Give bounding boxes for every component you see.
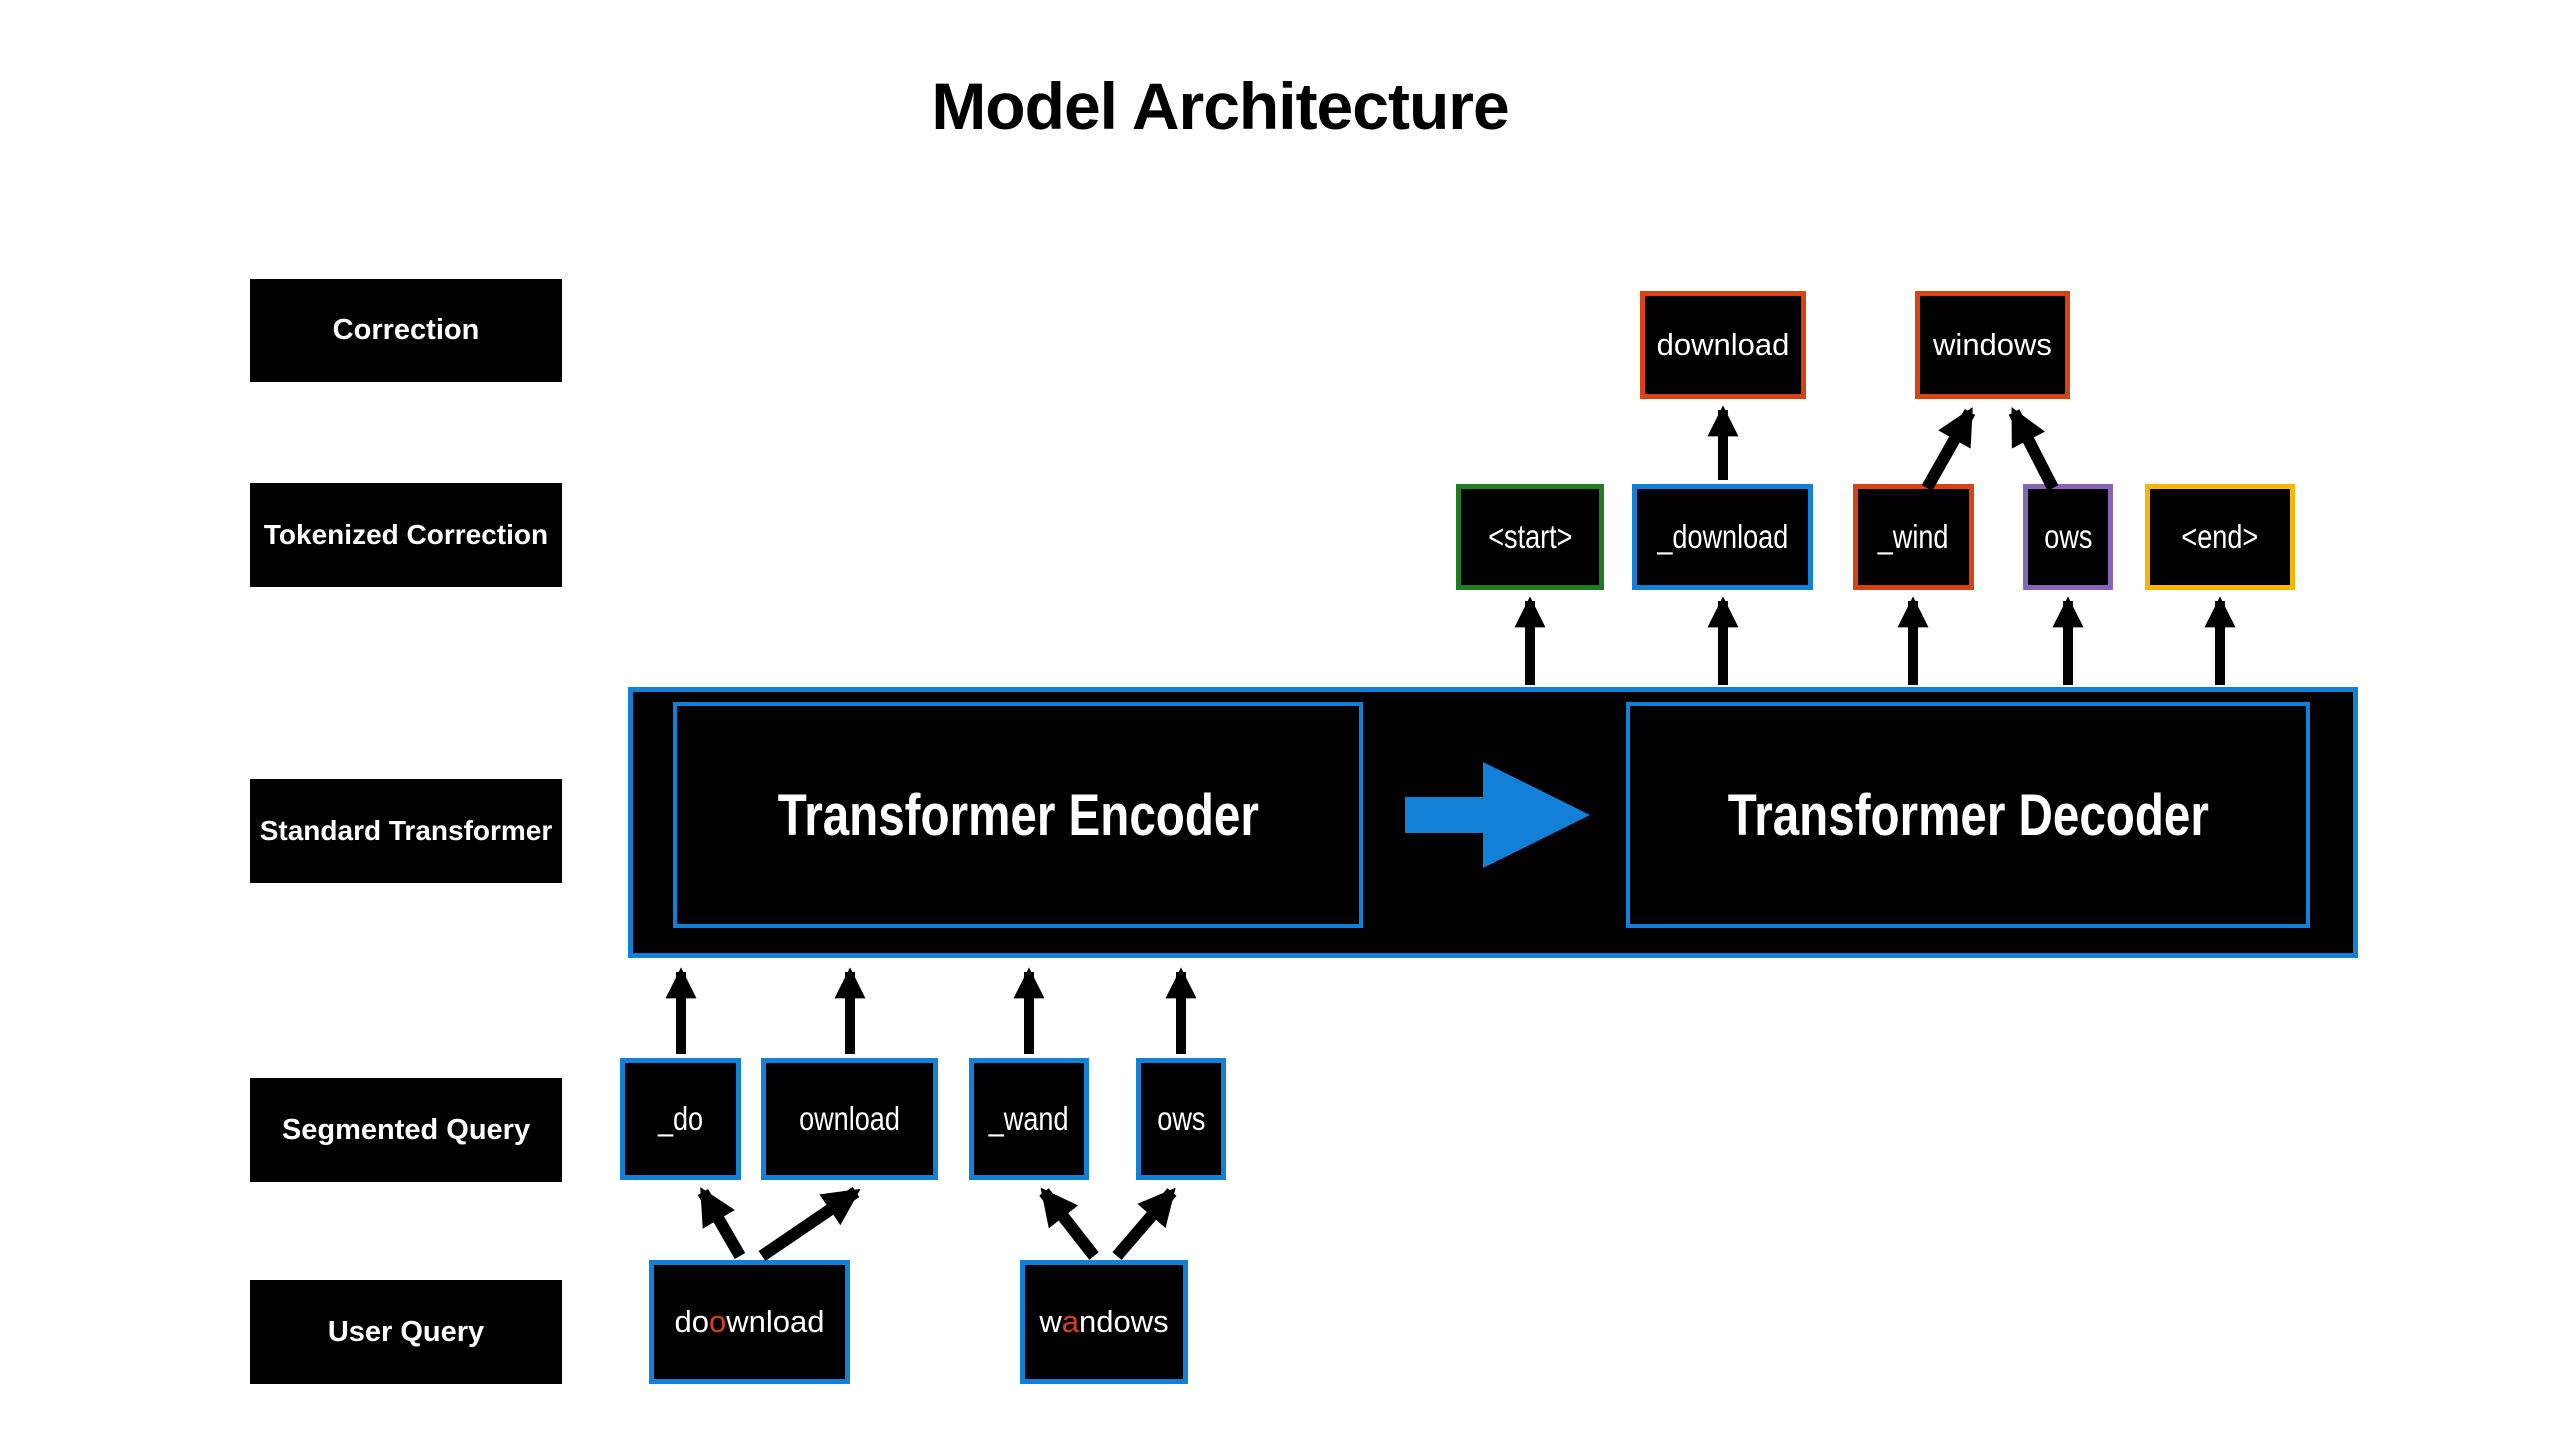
rail-label-correction: Correction <box>250 279 562 382</box>
token-end: <end> <box>2145 484 2295 590</box>
user-query-word: doownload <box>674 1304 825 1339</box>
arrow-doownload-to-do <box>697 1187 746 1260</box>
token-start: <start> <box>1456 484 1604 590</box>
rail-label-user-query: User Query <box>250 1280 562 1384</box>
segmented-token-ownload: ownload <box>761 1058 938 1180</box>
correction-word-windows: windows <box>1915 291 2070 399</box>
segmented-token-ows: ows <box>1136 1058 1226 1180</box>
user-query-word: wandows <box>1039 1304 1169 1339</box>
user-query-doownload: doownload <box>649 1260 850 1384</box>
typo-letter: o <box>708 1304 727 1339</box>
detokenize-merge-arrows <box>1921 407 2059 491</box>
typo-letter: a <box>1061 1304 1080 1339</box>
token-ows: ows <box>2023 484 2113 590</box>
segmentation-arrows <box>697 1187 1177 1261</box>
rail-label-standard-transformer: Standard Transformer <box>250 779 562 883</box>
rail-label-segmented-query: Segmented Query <box>250 1078 562 1182</box>
segmented-token-wand: _wand <box>969 1058 1089 1180</box>
user-query-wandows: wandows <box>1020 1260 1188 1384</box>
arrow-ows-to-windows <box>2008 407 2059 491</box>
arrow-doownload-to-ownload <box>758 1187 861 1261</box>
encoder-input-arrows <box>665 967 1197 1054</box>
decoder-output-arrows <box>1514 596 2236 685</box>
arrow-wind-to-windows <box>1921 407 1976 491</box>
page-title: Model Architecture <box>931 69 1509 143</box>
token-download: _download <box>1632 484 1813 590</box>
segmented-token-do: _do <box>620 1058 741 1180</box>
arrow-wandows-to-ows <box>1112 1187 1177 1260</box>
rail-label-tokenized-correction: Tokenized Correction <box>250 483 562 587</box>
transformer-decoder-box: Transformer Decoder <box>1626 702 2310 928</box>
arrow-wandows-to-wand <box>1039 1187 1099 1260</box>
transformer-decoder-label: Transformer Decoder <box>1727 782 2209 848</box>
transformer-encoder-label: Transformer Encoder <box>777 782 1259 848</box>
transformer-encoder-box: Transformer Encoder <box>673 702 1363 928</box>
correction-word-download: download <box>1640 291 1806 399</box>
token-wind: _wind <box>1853 484 1974 590</box>
